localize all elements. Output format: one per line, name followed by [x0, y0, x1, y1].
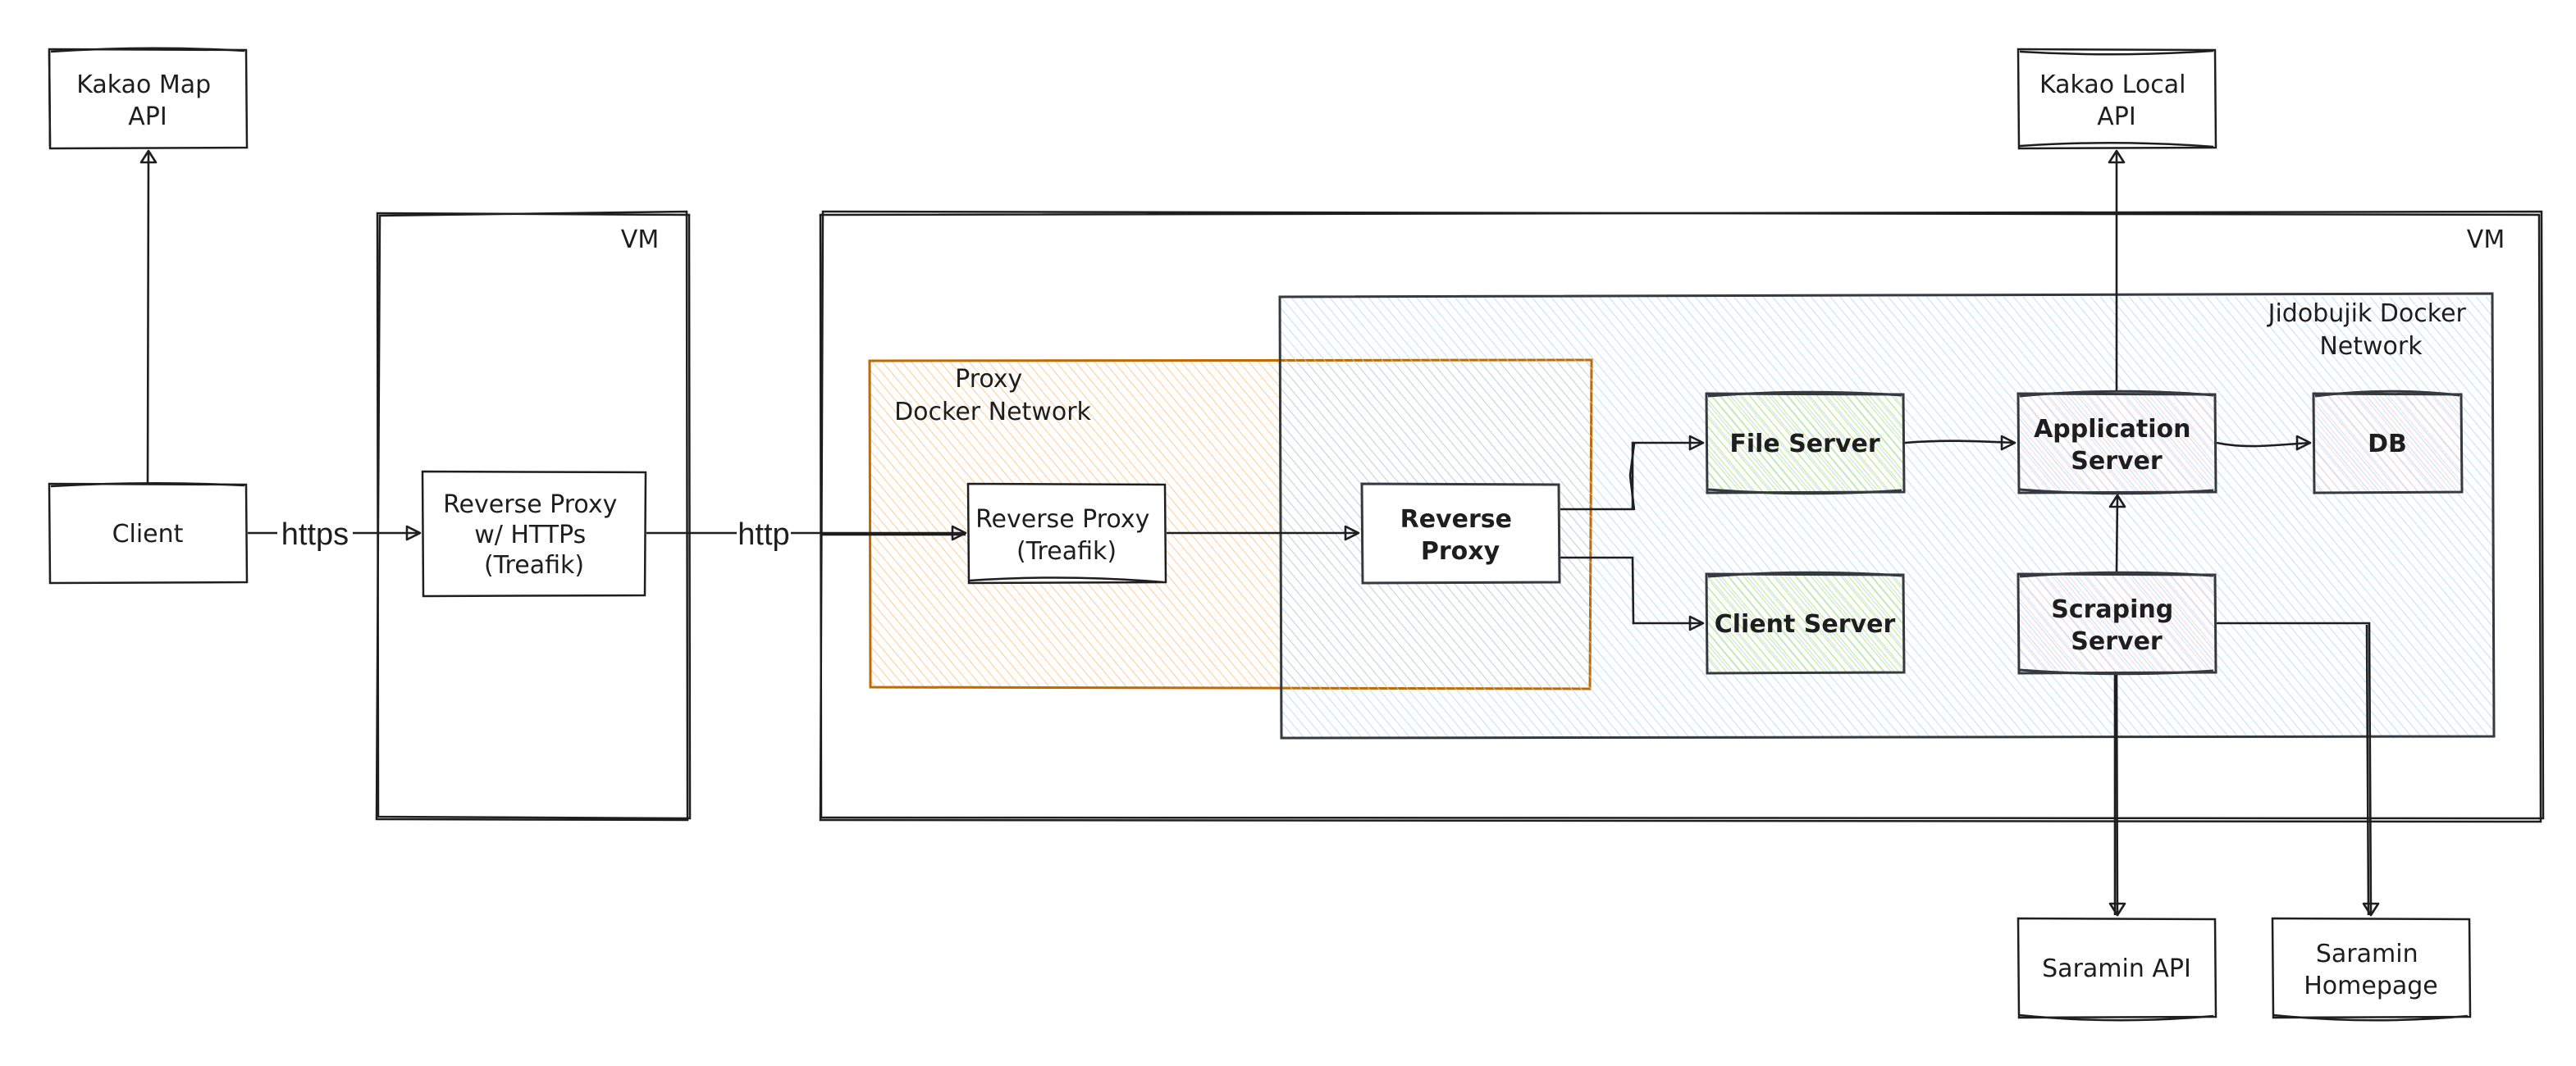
node-kakao-local-api[interactable]: Kakao Local API — [2016, 48, 2217, 150]
node-application-server[interactable]: Application Server — [2016, 390, 2217, 495]
reverse-proxy-label: Reverse Proxy — [1400, 505, 1521, 566]
edge-scraping-to-saramin-api — [2108, 673, 2126, 917]
node-scraping-server[interactable]: Scraping Server — [2016, 571, 2217, 676]
edge-label-https: https — [281, 517, 349, 552]
scraping-server-label: Scraping Server — [2051, 595, 2181, 656]
edge-proxy-https-to-treafik: http — [646, 515, 967, 552]
edge-reverse-proxy-to-file-server — [1560, 435, 1705, 511]
node-saramin-homepage[interactable]: Saramin Homepage — [2271, 917, 2472, 1022]
saramin-api-label: Saramin API — [2042, 954, 2191, 983]
vm-right-label: VM — [2467, 226, 2505, 254]
node-reverse-proxy-https[interactable]: Reverse Proxy w/ HTTPs (Treafik) — [421, 470, 647, 598]
client-label: Client — [112, 520, 184, 549]
kakao-map-api-label: Kakao Map API — [76, 71, 219, 131]
edge-reverse-proxy-to-client-server — [1560, 556, 1705, 631]
jidobujik-network-label: Jidobujik Docker Network — [2267, 299, 2474, 361]
edge-scraping-to-app-server — [2108, 494, 2126, 573]
client-server-label: Client Server — [1715, 610, 1896, 639]
edge-client-to-kakao-map — [139, 149, 158, 485]
reverse-proxy-treafik-label: Reverse Proxy (Treafik) — [975, 505, 1158, 566]
node-reverse-proxy[interactable]: Reverse Proxy — [1360, 482, 1561, 585]
edge-client-to-proxy-https: https — [248, 515, 422, 552]
application-server-label: Application Server — [2034, 415, 2199, 476]
node-reverse-proxy-treafik[interactable]: Reverse Proxy (Treafik) — [966, 482, 1167, 585]
db-label: DB — [2368, 430, 2407, 458]
saramin-homepage-label: Saramin Homepage — [2304, 940, 2438, 1000]
node-saramin-api[interactable]: Saramin API — [2016, 917, 2217, 1022]
node-client-server[interactable]: Client Server — [1705, 571, 1906, 675]
edge-app-server-to-db — [2216, 435, 2312, 451]
edge-scraping-to-saramin-homepage — [2217, 622, 2380, 917]
vm-left-label: VM — [621, 226, 659, 254]
file-server-label: File Server — [1729, 430, 1880, 458]
edge-app-server-to-kakao-local — [2108, 149, 2126, 392]
edge-label-http: http — [738, 517, 789, 552]
edge-treafik-to-reverse-proxy — [1167, 525, 1360, 541]
kakao-local-api-label: Kakao Local API — [2039, 71, 2194, 131]
vm-right-group: VM — [819, 210, 2545, 823]
node-db[interactable]: DB — [2312, 390, 2464, 494]
edge-file-server-to-app-server — [1904, 435, 2016, 451]
reverse-proxy-https-label: Reverse Proxy w/ HTTPs (Treafik) — [443, 490, 625, 580]
node-kakao-map-api[interactable]: Kakao Map API — [48, 47, 249, 150]
vm-left-group: VM — [375, 210, 692, 822]
node-file-server[interactable]: File Server — [1705, 390, 1906, 495]
node-client[interactable]: Client — [48, 481, 249, 585]
proxy-network-label: Proxy Docker Network — [894, 365, 1091, 426]
